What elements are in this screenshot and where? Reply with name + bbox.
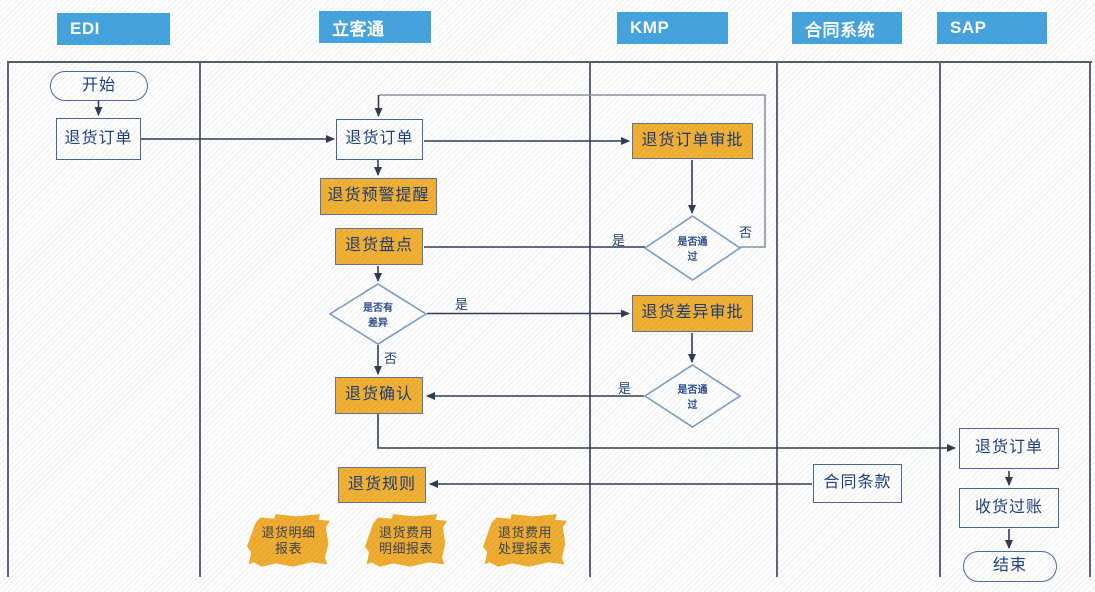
node-sap-return-order: 退货订单 xyxy=(959,428,1059,469)
edge-label-pass1-yes: 是 xyxy=(612,233,626,248)
node-label: 退货订单审批 xyxy=(641,131,744,149)
lane-header-edi: EDI xyxy=(57,13,170,45)
edge-pass1-no-loop xyxy=(379,94,766,248)
node-label: 退货差异审批 xyxy=(641,304,744,322)
node-label: 退货确认 xyxy=(344,386,413,404)
node-label: 退货明细 报表 xyxy=(261,524,316,556)
node-return-rule: 退货规则 xyxy=(338,467,426,503)
decision-pass-check-2 xyxy=(643,364,742,428)
lane-header-likeitong: 立客通 xyxy=(319,11,431,43)
node-end: 结束 xyxy=(963,551,1057,582)
lane-header-label: EDI xyxy=(70,19,100,38)
lane-header-label: KMP xyxy=(630,18,670,37)
node-return-confirm: 退货确认 xyxy=(335,377,423,414)
node-label: 合同条款 xyxy=(823,474,892,492)
edge-label-diff-no: 否 xyxy=(384,351,398,366)
node-label: 收货过账 xyxy=(974,498,1043,516)
lane-header-label: 立客通 xyxy=(332,19,385,39)
node-label: 是否通 过 xyxy=(677,385,708,411)
swimlane-top-border xyxy=(7,61,1092,63)
lane-divider-3 xyxy=(776,62,778,577)
lane-divider-4 xyxy=(939,62,941,577)
edge-label-diff-yes: 是 xyxy=(455,297,469,312)
lane-divider-left xyxy=(7,62,9,577)
lane-header-label: SAP xyxy=(950,18,987,37)
decision-diff-check xyxy=(328,283,428,345)
document-return-detail-report: 退货明细 报表 xyxy=(247,514,330,567)
lane-header-label: 合同系统 xyxy=(805,20,875,40)
lane-divider-2 xyxy=(589,62,591,577)
edge-label-pass2-yes: 是 xyxy=(618,381,632,396)
node-diff-approval: 退货差异审批 xyxy=(632,295,753,332)
document-return-fee-detail-report: 退货费用 明细报表 xyxy=(365,514,447,567)
node-label: 退货盘点 xyxy=(344,237,413,255)
node-label: 开始 xyxy=(81,76,116,94)
node-edi-return-order: 退货订单 xyxy=(56,118,141,160)
edge-label-pass1-no: 否 xyxy=(739,225,753,240)
node-label: 退货订单 xyxy=(345,130,414,148)
node-label: 退货订单 xyxy=(974,439,1043,457)
lane-header-contract-system: 合同系统 xyxy=(792,12,902,44)
lane-divider-right xyxy=(1089,62,1091,577)
decision-label-pass-check-2: 是否通 过 xyxy=(650,378,735,414)
node-contract-terms: 合同条款 xyxy=(813,464,902,503)
node-goods-receipt: 收货过账 xyxy=(959,488,1059,528)
node-label: 退货费用 处理报表 xyxy=(497,524,552,556)
node-label: 退货预警提醒 xyxy=(327,187,430,205)
node-label: 退货费用 明细报表 xyxy=(378,524,433,556)
node-label: 退货规则 xyxy=(347,475,416,493)
edge-confirm-to-sap-order xyxy=(377,414,956,452)
node-lkt-return-order: 退货订单 xyxy=(336,119,423,160)
node-label: 是否通 过 xyxy=(677,237,708,263)
node-return-warning: 退货预警提醒 xyxy=(320,178,437,215)
decision-pass-check-1 xyxy=(643,215,742,281)
lane-divider-1 xyxy=(199,62,201,577)
node-return-inventory: 退货盘点 xyxy=(335,228,423,265)
lane-header-kmp: KMP xyxy=(617,12,728,44)
node-start: 开始 xyxy=(50,71,148,101)
node-order-approval: 退货订单审批 xyxy=(632,123,753,159)
node-label: 是否有 差异 xyxy=(363,303,393,329)
node-label: 结束 xyxy=(992,557,1027,575)
decision-label-diff-check: 是否有 差异 xyxy=(333,296,423,332)
document-return-fee-process-report: 退货费用 处理报表 xyxy=(483,514,567,567)
node-label: 退货订单 xyxy=(64,129,133,147)
lane-header-sap: SAP xyxy=(937,12,1047,44)
decision-label-pass-check-1: 是否通 过 xyxy=(650,230,735,266)
